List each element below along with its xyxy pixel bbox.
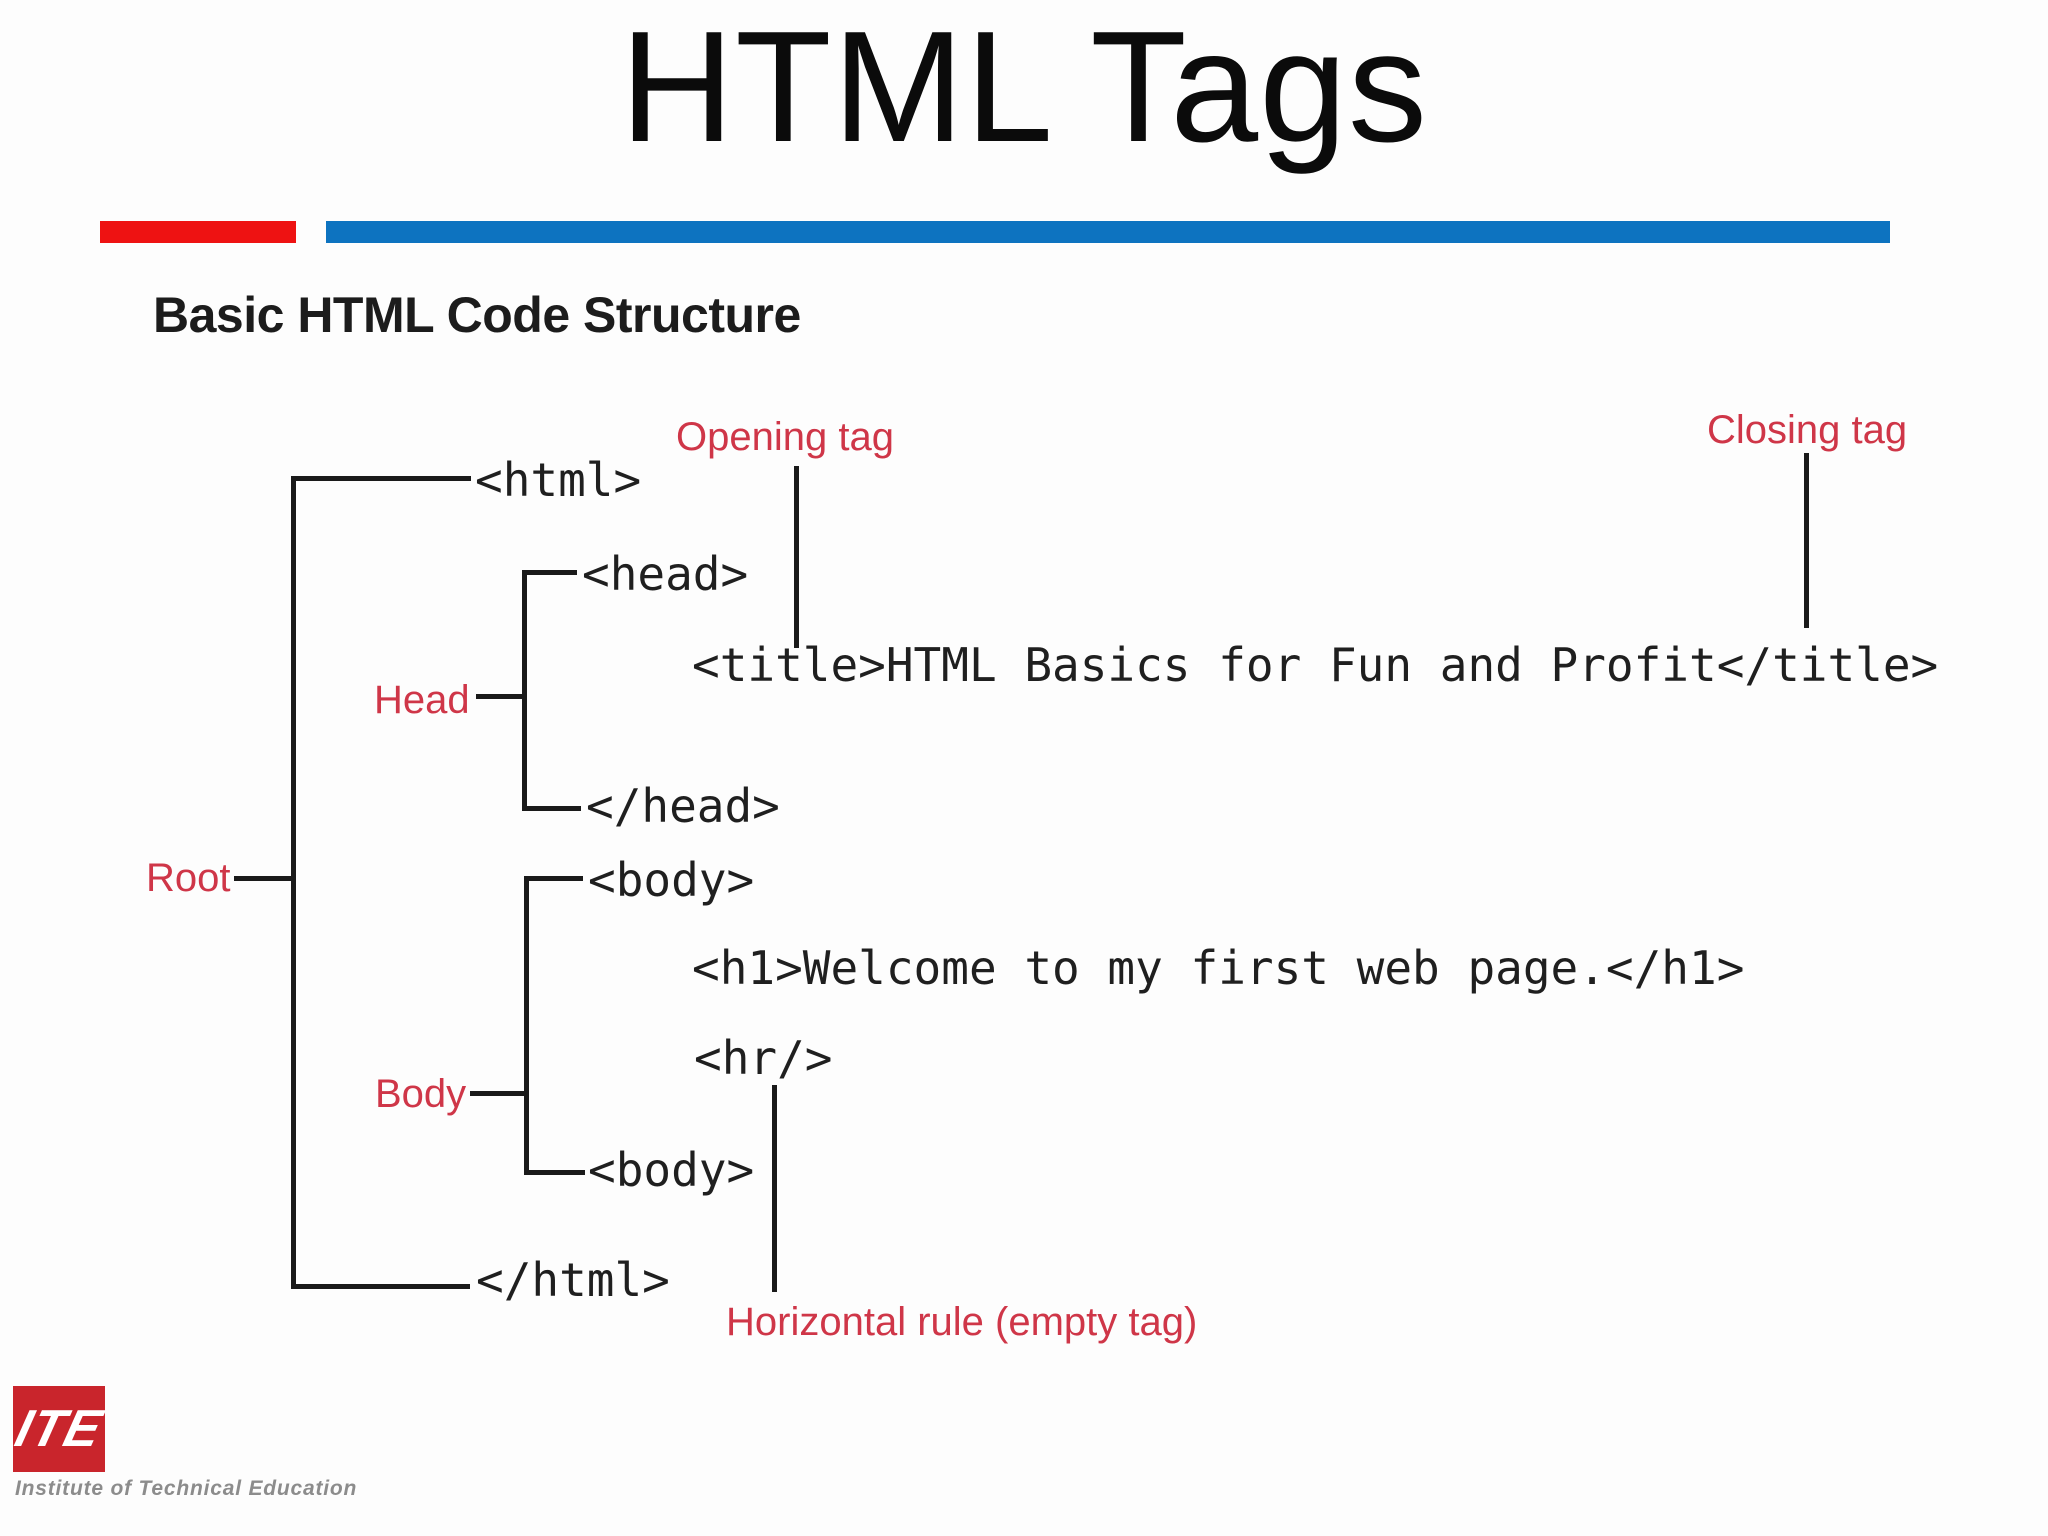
tree-line-head-label-connector (476, 694, 522, 699)
code-html-open-tag: <html> (475, 453, 642, 507)
opening-tag-pointer-line (794, 466, 799, 648)
ite-logo-text: ITE (9, 1400, 109, 1458)
section-heading: Basic HTML Code Structure (153, 287, 801, 343)
code-head-close-tag: </head> (586, 779, 780, 833)
code-html-close-tag: </html> (476, 1253, 670, 1307)
tree-line-body-bracket-top (524, 876, 583, 881)
tree-line-body-bracket-bottom (524, 1170, 585, 1175)
label-root: Root (146, 856, 231, 900)
organization-name: Institute of Technical Education (15, 1477, 358, 1500)
horizontal-rule-pointer-line (772, 1085, 777, 1292)
tree-line-root-vertical (291, 476, 296, 1289)
tree-line-root-bottom-horizontal (291, 1284, 470, 1289)
label-horizontal-rule: Horizontal rule (empty tag) (726, 1300, 1198, 1344)
tree-line-root-label-connector (234, 876, 291, 881)
tree-line-body-label-connector (470, 1091, 524, 1096)
tree-line-head-bracket-vertical (522, 570, 527, 811)
slide-title: HTML Tags (619, 0, 1429, 175)
code-hr-empty-tag: <hr/> (694, 1031, 833, 1085)
code-body-open-tag: <body> (588, 853, 755, 907)
code-body-close-tag: <body> (588, 1143, 755, 1197)
ite-logo: ITE (9, 1386, 109, 1472)
label-head: Head (374, 678, 470, 722)
label-closing-tag: Closing tag (1707, 408, 1908, 452)
label-opening-tag: Opening tag (676, 415, 894, 459)
tree-line-body-bracket-vertical (524, 876, 529, 1175)
blue-accent-bar (326, 221, 1890, 243)
red-accent-bar (100, 221, 296, 243)
tree-line-head-bracket-top (522, 570, 577, 575)
closing-tag-pointer-line (1804, 453, 1809, 628)
code-head-open-tag: <head> (582, 547, 749, 601)
label-body: Body (375, 1072, 467, 1116)
code-h1-line: <h1>Welcome to my first web page.</h1> (692, 941, 1745, 995)
tree-line-head-bracket-bottom (522, 806, 581, 811)
tree-line-root-top-horizontal (291, 476, 471, 481)
code-title-line: <title>HTML Basics for Fun and Profit</t… (692, 638, 1939, 692)
